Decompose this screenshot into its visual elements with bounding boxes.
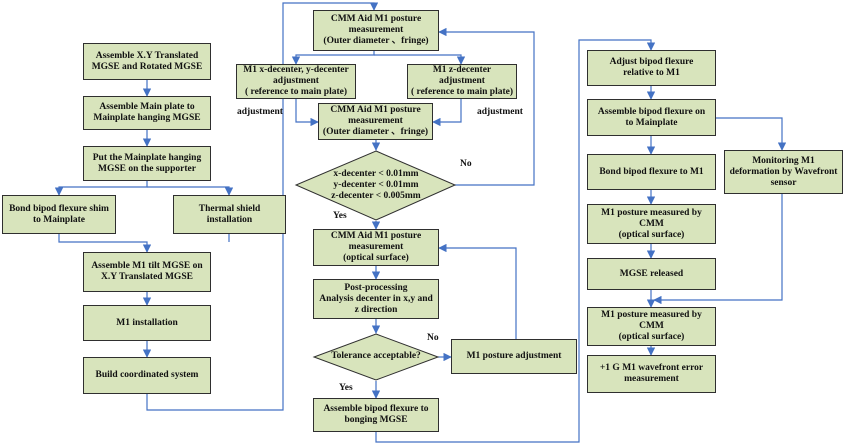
post-processing-box: Post-processing Analysis decenter in x,y… xyxy=(313,279,439,319)
posture-adjustment-box: M1 posture adjustment xyxy=(451,339,577,374)
bond-shim-box: Bond bipod flexure shim to Mainplate xyxy=(2,195,116,234)
monitoring-wavefront-box: Monitoring M1 deformation by Wavefront s… xyxy=(724,150,843,194)
assemble-bipod-mainplate-box: Assemble bipod flexure on to Mainplate xyxy=(587,99,716,136)
xy-decenter-adjust-box: M1 x-decenter, y-decenter adjustment ( r… xyxy=(236,64,356,99)
yes-label-decenter: Yes xyxy=(333,211,347,221)
assemble-bipod-bonging-box: Assemble bipod flexure to bonging MGSE xyxy=(313,398,439,432)
bond-bipod-m1-box: Bond bipod flexure to M1 xyxy=(587,154,716,190)
tolerance-text: Tolerance acceptable? xyxy=(331,351,421,361)
cmm-measured-box-1: M1 posture measured by CMM (optical surf… xyxy=(587,204,716,244)
decenter-decision-diamond xyxy=(294,150,457,221)
arrow xyxy=(58,234,152,253)
no-label-tolerance: No xyxy=(427,333,439,343)
arrow xyxy=(291,51,375,65)
thermal-shield-box: Thermal shield installation xyxy=(173,195,286,234)
adjustment-label-left: adjustment xyxy=(237,107,283,117)
arrow xyxy=(374,54,466,65)
assemble-main-plate-box: Assemble Main plate to Mainplate hanging… xyxy=(83,96,211,130)
build-coordinated-box: Build coordinated system xyxy=(83,357,211,394)
arrow xyxy=(54,181,148,196)
z-decenter-adjust-box: M1 z-decenter adjustment ( reference to … xyxy=(407,64,517,99)
assemble-tilt-box: Assemble M1 tilt MGSE on X.Y Translated … xyxy=(83,252,211,292)
arrow xyxy=(653,194,783,305)
put-mainplate-box: Put the Mainplate hanging MGSE on the su… xyxy=(83,146,211,181)
decenter-criteria-text: x-decenter < 0.01mm y-decenter < 0.01mm … xyxy=(331,169,421,201)
assemble-xy-box: Assemble X.Y Translated MGSE and Rotated… xyxy=(83,43,211,80)
cmm-outer-measurement-box-2: CMM Aid M1 posture measurement (Outer di… xyxy=(318,103,433,140)
no-label-decenter: No xyxy=(460,159,472,169)
arrow xyxy=(438,27,535,186)
yes-label-tolerance: Yes xyxy=(339,383,353,393)
wavefront-error-box: +1 G M1 wavefront error measurement xyxy=(587,355,716,393)
arrow xyxy=(716,117,787,151)
arrow xyxy=(438,243,517,339)
adjustment-label-right: adjustment xyxy=(477,107,523,117)
m1-installation-box: M1 installation xyxy=(83,305,211,341)
cmm-outer-measurement-box-1: CMM Aid M1 posture measurement (Outer di… xyxy=(313,10,439,51)
cmm-measured-box-2: M1 posture measured by CMM (optical surf… xyxy=(587,307,716,346)
arrow xyxy=(375,39,656,443)
arrow xyxy=(432,99,462,127)
adjust-bipod-box: Adjust bipod flexure relative to M1 xyxy=(587,50,716,86)
cmm-optical-measurement-box: CMM Aid M1 posture measurement (optical … xyxy=(313,229,439,266)
mgse-released-box: MGSE released xyxy=(587,258,716,290)
tolerance-decision-diamond xyxy=(312,333,440,381)
arrow xyxy=(147,186,234,196)
arrow xyxy=(295,99,319,127)
